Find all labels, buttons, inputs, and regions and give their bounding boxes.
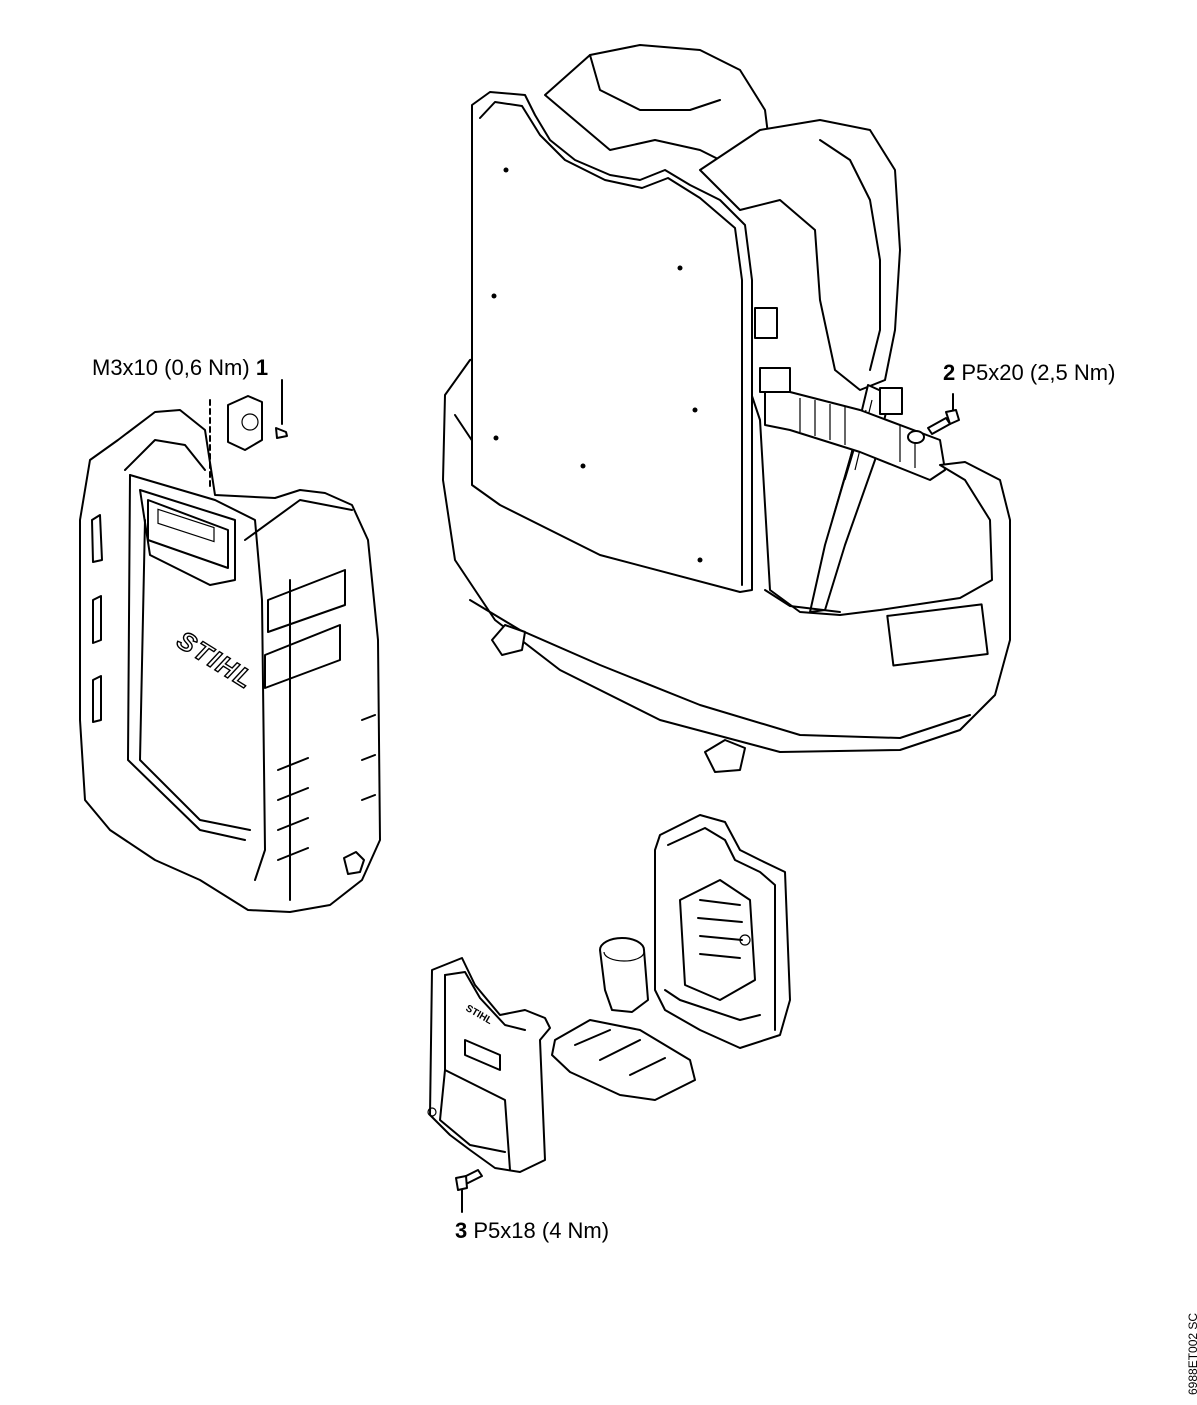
callout-2-number: 2: [943, 360, 956, 385]
screw-icon: [275, 427, 288, 439]
callout-1-spec: M3x10 (0,6 Nm): [92, 355, 250, 380]
callout-3-number: 3: [455, 1218, 468, 1243]
washer-icon: [907, 430, 925, 444]
screw-icon: [927, 417, 951, 435]
mount-assembly: STIHL: [427, 814, 791, 1173]
callout-3-spec: P5x18 (4 Nm): [473, 1218, 610, 1243]
connector-assembly: [209, 379, 288, 491]
screw-3: [455, 1169, 483, 1213]
callout-2-spec: P5x20 (2,5 Nm): [961, 360, 1116, 385]
connector-icon: [227, 395, 263, 451]
backpack-harness: [442, 44, 1011, 773]
callout-2: 2 P5x20 (2,5 Nm): [943, 360, 1115, 386]
battery-pack: STIHL: [79, 409, 381, 913]
figure-code: 6988ET002 SC: [1186, 1312, 1197, 1395]
screw-2: [907, 393, 960, 444]
callout-1: M3x10 (0,6 Nm) 1: [92, 355, 268, 381]
callout-1-number: 1: [255, 355, 269, 380]
callout-3: 3 P5x18 (4 Nm): [455, 1218, 609, 1244]
